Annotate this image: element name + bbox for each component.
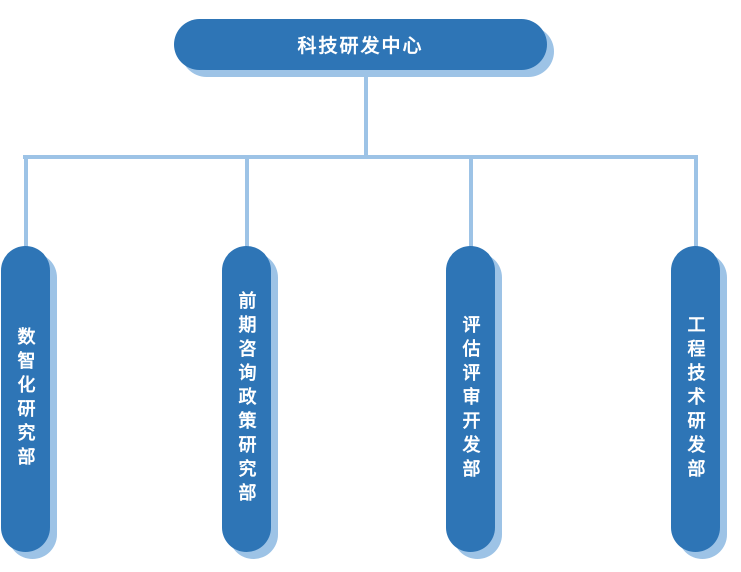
dept-node-shuzhihua[interactable]: 数智化研究部 [1, 246, 50, 552]
connector-stub-dept-3 [468, 157, 473, 247]
dept-node-label: 前期咨询政策研究部 [236, 291, 257, 507]
connector-horizontal-bar [23, 155, 698, 159]
connector-stub-dept-1 [23, 157, 28, 247]
dept-node-label: 工程技术研发部 [685, 315, 706, 483]
root-node[interactable]: 科技研发中心 [174, 19, 547, 70]
dept-node-qianqi-zixun[interactable]: 前期咨询政策研究部 [222, 246, 271, 552]
dept-node-pinggu-pingshen[interactable]: 评估评审开发部 [446, 246, 495, 552]
root-node-label: 科技研发中心 [297, 36, 424, 57]
connector-root-stub [364, 70, 368, 157]
dept-node-label: 评估评审开发部 [460, 315, 481, 483]
dept-node-gongcheng-jishu[interactable]: 工程技术研发部 [671, 246, 720, 552]
connector-stub-dept-4 [693, 157, 698, 247]
connector-stub-dept-2 [244, 157, 249, 247]
dept-node-label: 数智化研究部 [15, 327, 36, 471]
